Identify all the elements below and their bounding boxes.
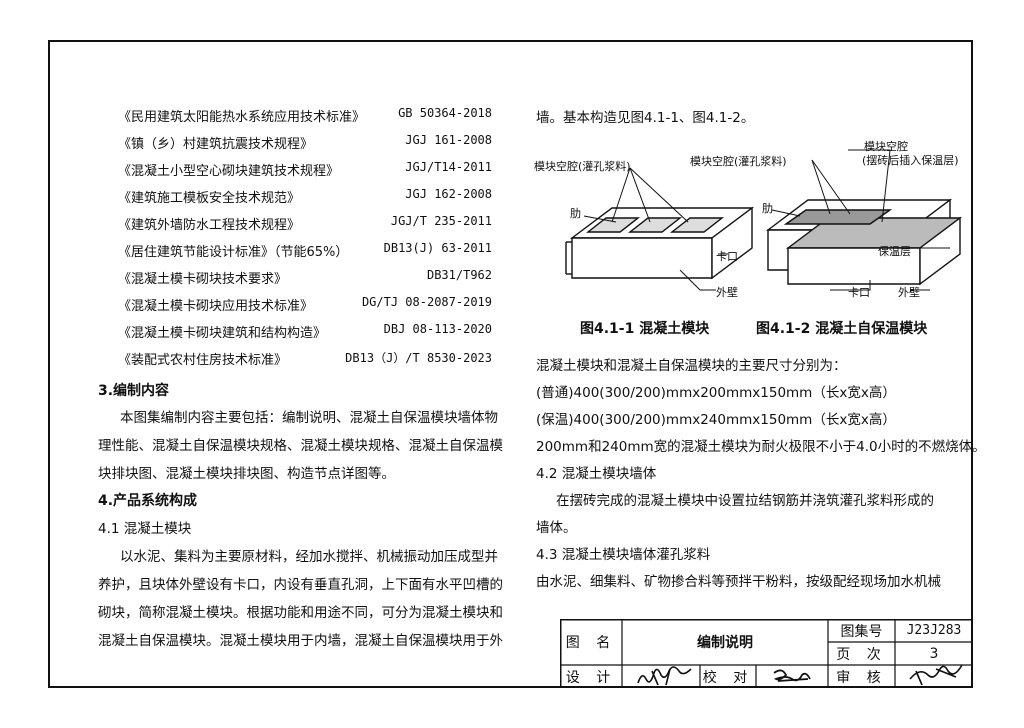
standard-item: 《混凝土模卡砌块技术要求》 DB31/T962	[118, 268, 492, 288]
standard-code: DBJ 08-113-2020	[383, 322, 492, 336]
paragraph-line: 由水泥、细集料、矿物掺合料等预拌干粉料，按级配经现场加水机械	[536, 574, 941, 590]
signature-reviewer	[909, 664, 963, 686]
standard-code: DB31/T962	[426, 268, 492, 282]
paragraph-line: (普通)400(300/200)mmx200mmx150mm（长x宽x高）	[536, 385, 896, 401]
standard-item: 《建筑外墙防水工程技术规程》 JGJ/T 235-2011	[118, 214, 492, 234]
fig2-title: 图4.1-2 混凝土自保温模块	[756, 321, 928, 337]
paragraph-line: 200mm和240mm宽的混凝土模块为耐火极限不小于4.0小时的不燃烧体。	[536, 439, 986, 455]
standard-code: JGJ 162-2008	[405, 187, 492, 201]
fig1-rib-label: 肋	[570, 207, 581, 220]
section-3-heading: 3.编制内容	[98, 383, 170, 399]
fig2-cavity2-label-b: (摆砖后插入保温层)	[862, 154, 959, 167]
atlas-label: 图集号	[840, 623, 883, 640]
standard-item: 《居住建筑节能设计标准》（节能65%） DB13(J) 63-2011	[118, 241, 492, 261]
standard-code: JGJ/T14-2011	[405, 160, 492, 174]
design-label: 设 计	[565, 669, 617, 686]
standard-code: JGJ 161-2008	[405, 133, 492, 147]
fig2-rib-label: 肋	[762, 202, 773, 215]
paragraph-line: 在摆砖完成的混凝土模块中设置拉结钢筋并浇筑灌孔浆料形成的	[556, 493, 934, 509]
insulated-block-drawing	[765, 149, 963, 291]
paragraph-line: 以水泥、集料为主要原材料，经加水搅拌、机械振动加压成型并	[120, 549, 498, 565]
standard-name: 《混凝土模卡砌块应用技术标准》	[118, 299, 314, 314]
standard-item: 《混凝土小型空心砌块建筑技术规程》 JGJ/T14-2011	[118, 160, 492, 180]
standard-code: GB 50364-2018	[398, 106, 492, 120]
title-name-label: 图 名	[565, 635, 617, 651]
paragraph-line: 砌块，简称混凝土模块。根据功能和用途不同，可分为混凝土模块和	[98, 605, 503, 621]
standard-item: 《混凝土模卡砌块建筑和结构构造》 DBJ 08-113-2020	[118, 322, 492, 342]
fig2-wall-label: 外壁	[898, 286, 920, 299]
drawing-frame	[48, 40, 973, 688]
page-value: 3	[929, 645, 939, 662]
standard-item: 《民用建筑太阳能热水系统应用技术标准》 GB 50364-2018	[118, 106, 492, 126]
section-4-heading: 4.产品系统构成	[98, 493, 198, 509]
section-4-3-heading: 4.3 混凝土模块墙体灌孔浆料	[536, 547, 711, 563]
section-4-2-heading: 4.2 混凝土模块墙体	[536, 466, 657, 482]
page-label: 页 次	[836, 646, 887, 663]
standard-name: 《居住建筑节能设计标准》（节能65%）	[118, 245, 349, 260]
standard-name: 《混凝土模卡砌块建筑和结构构造》	[118, 326, 327, 341]
fig1-wall-label: 外壁	[716, 286, 738, 299]
signature-checker	[773, 669, 811, 682]
fig2-cavity-label: 模块空腔(灌孔浆料)	[690, 155, 787, 168]
fig1-cavity-label: 模块空腔(灌孔浆料)	[534, 160, 631, 173]
standard-item: 《混凝土模卡砌块应用技术标准》 DG/TJ 08-2087-2019	[118, 295, 492, 315]
paragraph-line: 混凝土模块和混凝土自保温模块的主要尺寸分别为：	[536, 358, 847, 374]
atlas-value: J23J283	[906, 623, 962, 638]
title-block-grid	[560, 619, 973, 688]
standard-item: 《镇（乡）村建筑抗震技术规程》 JGJ 161-2008	[118, 133, 492, 153]
fig2-cavity2-label-a: 模块空腔	[864, 140, 908, 153]
paragraph-line: 混凝土自保温模块。混凝土模块用于内墙，混凝土自保温模块用于外	[98, 633, 503, 649]
standard-name: 《民用建筑太阳能热水系统应用技术标准》	[118, 110, 366, 125]
standard-item: 《建筑施工模板安全技术规范》 JGJ 162-2008	[118, 187, 492, 207]
signature-designer	[637, 666, 692, 686]
section-4-1-heading: 4.1 混凝土模块	[98, 521, 192, 537]
standard-name: 《混凝土小型空心砌块建筑技术规程》	[118, 164, 340, 179]
paragraph-line: 本图集编制内容主要包括：编制说明、混凝土自保温模块墙体物	[120, 410, 498, 426]
title-name-value: 编制说明	[697, 635, 753, 651]
standard-name: 《镇（乡）村建筑抗震技术规程》	[118, 137, 314, 152]
standard-name: 《建筑施工模板安全技术规范》	[118, 191, 301, 206]
standard-code: JGJ/T 235-2011	[390, 214, 492, 228]
fig1-notch-label: 卡口	[716, 250, 738, 263]
fig1-title: 图4.1-1 混凝土模块	[580, 321, 710, 337]
block-figures	[565, 149, 963, 291]
review-label: 审 核	[836, 669, 887, 686]
fig2-insul-label: 保温层	[878, 245, 911, 258]
standard-item: 《装配式农村住房技术标准》 DB13（J）/T 8530-2023	[118, 349, 492, 369]
title-block: 图 名 编制说明 图集号 J23J283 页 次 3 设 计 校 对 审 核	[560, 619, 973, 688]
standard-name: 《建筑外墙防水工程技术规程》	[118, 218, 301, 233]
standard-name: 《混凝土模卡砌块技术要求》	[118, 272, 288, 287]
standard-code: DG/TJ 08-2087-2019	[361, 295, 492, 309]
paragraph-line: (保温)400(300/200)mmx240mmx150mm（长x宽x高）	[536, 412, 896, 428]
paragraph-line: 养护，且块体外壁设有卡口，内设有垂直孔洞，上下面有水平凹槽的	[98, 577, 503, 593]
standard-code: DB13（J）/T 8530-2023	[345, 351, 492, 365]
intro-line: 墙。基本构造见图4.1-1、图4.1-2。	[536, 110, 755, 126]
check-label: 校 对	[702, 669, 754, 686]
concrete-block-drawing	[565, 167, 755, 291]
paragraph-line: 墙体。	[536, 520, 577, 536]
fig2-notch-label: 卡口	[848, 286, 870, 299]
paragraph-line: 理性能、混凝土自保温模块规格、混凝土模块规格、混凝土自保温模	[98, 438, 503, 454]
standard-code: DB13(J) 63-2011	[383, 241, 492, 255]
standard-name: 《装配式农村住房技术标准》	[118, 353, 288, 368]
paragraph-line: 块排块图、混凝土模块排块图、构造节点详图等。	[98, 466, 395, 482]
